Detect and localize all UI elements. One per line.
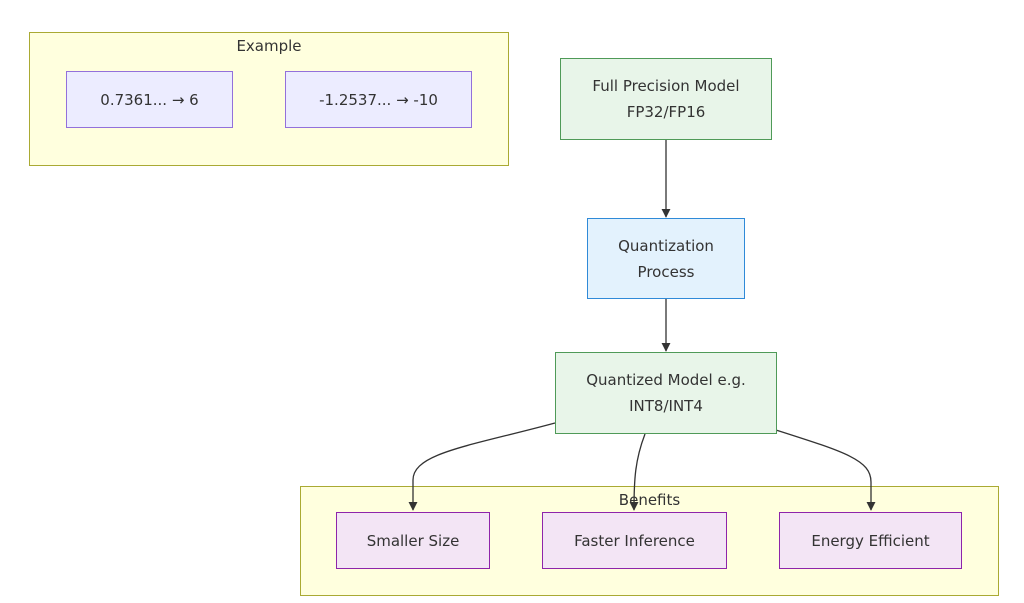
quantization-process-node: Quantization Process — [587, 218, 745, 299]
example-cluster-title: Example — [236, 37, 302, 55]
quantized-model-line2: INT8/INT4 — [629, 397, 703, 415]
quantization-process-line1: Quantization — [618, 236, 714, 255]
quantization-process-line2: Process — [637, 262, 695, 281]
benefit-smaller-size-label: Smaller Size — [366, 531, 460, 550]
full-precision-model-line1: Full Precision Model — [592, 77, 740, 95]
quantized-model-line1: Quantized Model e.g. — [586, 371, 746, 389]
example-node-positive: 0.7361... → 6 — [66, 71, 233, 128]
quantized-model-node: Quantized Model e.g. INT8/INT4 — [555, 352, 777, 434]
full-precision-model-line2: FP32/FP16 — [626, 103, 706, 121]
edge-quantized-to-energy-efficient — [775, 429, 876, 511]
benefit-faster-inference-node: Faster Inference — [542, 512, 727, 569]
edge-quantized-to-faster-inference — [629, 433, 646, 511]
benefit-energy-efficient-label: Energy Efficient — [811, 531, 930, 550]
benefit-energy-efficient-node: Energy Efficient — [779, 512, 962, 569]
benefit-smaller-size-node: Smaller Size — [336, 512, 490, 569]
edge-quantized-to-smaller-size — [408, 422, 556, 511]
example-node-negative-label: -1.2537... → -10 — [319, 90, 438, 109]
example-node-negative: -1.2537... → -10 — [285, 71, 472, 128]
benefit-faster-inference-label: Faster Inference — [574, 531, 695, 550]
example-node-positive-label: 0.7361... → 6 — [100, 90, 199, 109]
full-precision-model-node: Full Precision Model FP32/FP16 — [560, 58, 772, 140]
